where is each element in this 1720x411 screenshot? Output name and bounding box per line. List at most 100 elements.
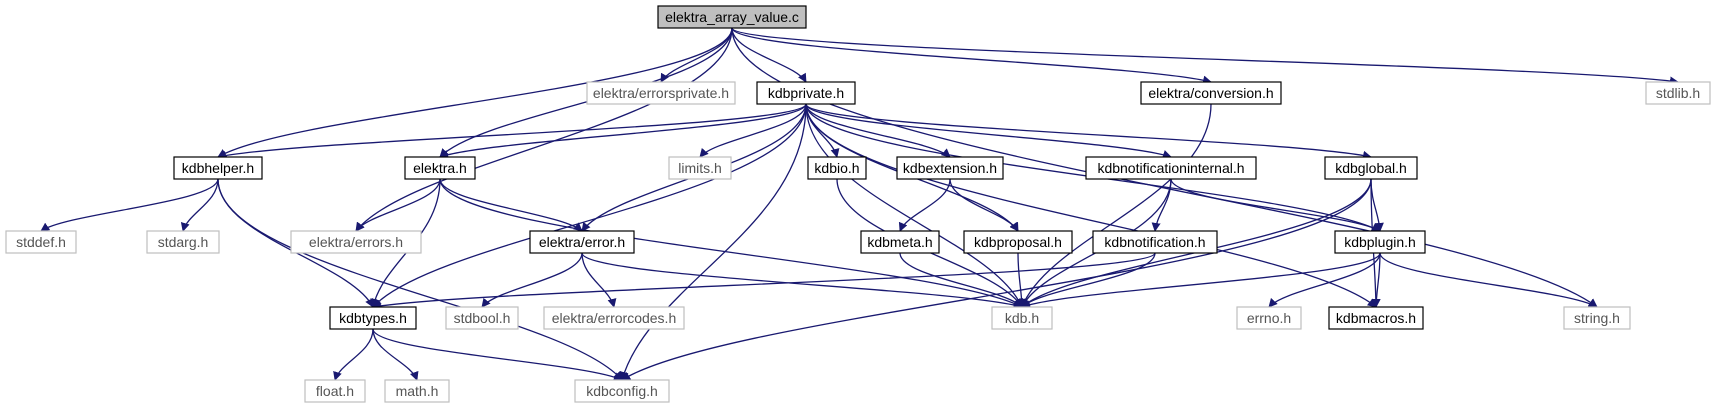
- edge-kdbnotifint-to-kdbplugin: [1170, 178, 1381, 232]
- node-label-root: elektra_array_value.c: [665, 9, 799, 25]
- node-label-stddef: stddef.h: [16, 234, 66, 250]
- node-label-kdbext: kdbextension.h: [903, 160, 997, 176]
- edge-root-to-stdlib: [731, 27, 1679, 86]
- node-label-kdbnotifint: kdbnotificationinternal.h: [1097, 160, 1244, 176]
- edge-kdbprivate-to-kdbplugin: [805, 103, 1381, 232]
- node-box-limits: [668, 156, 732, 180]
- node-label-kdbmacros: kdbmacros.h: [1336, 310, 1416, 326]
- edge-kdbprivate-to-kdbglobal: [805, 103, 1372, 160]
- node-conversion[interactable]: elektra/conversion.h: [1140, 81, 1282, 105]
- node-box-kdbhelper: [173, 156, 263, 180]
- node-box-kdbtypes: [329, 306, 417, 330]
- node-kdbio[interactable]: kdbio.h: [807, 156, 867, 180]
- node-box-stdbool: [445, 306, 519, 330]
- node-kdbplugin[interactable]: kdbplugin.h: [1334, 230, 1426, 254]
- node-label-kdbprivate: kdbprivate.h: [768, 85, 844, 101]
- node-label-conversion: elektra/conversion.h: [1148, 85, 1273, 101]
- node-box-kdbplugin: [1334, 230, 1426, 254]
- edge-kdbprivate-to-limits: [699, 103, 807, 158]
- node-stdarg: stdarg.h: [146, 230, 220, 254]
- node-float: float.h: [304, 379, 366, 403]
- node-box-kdbnotifint: [1085, 156, 1257, 180]
- edge-conversion-to-kdb: [1020, 103, 1212, 308]
- node-box-kdbconfig: [574, 379, 670, 403]
- node-label-kdbproposal: kdbproposal.h: [974, 234, 1062, 250]
- node-label-kdbplugin: kdbplugin.h: [1344, 234, 1416, 250]
- node-box-root: [657, 5, 807, 29]
- node-label-stdarg: stdarg.h: [158, 234, 209, 250]
- node-kdbext[interactable]: kdbextension.h: [896, 156, 1004, 180]
- edges-layer: [40, 27, 1679, 381]
- edge-root-to-errors: [355, 27, 733, 232]
- node-error[interactable]: elektra/error.h: [529, 230, 635, 254]
- node-label-errpriv: elektra/errorsprivate.h: [593, 85, 729, 101]
- node-box-kdb: [991, 306, 1053, 330]
- edge-kdbprivate-to-kdbconfig: [619, 103, 807, 381]
- node-box-errors: [290, 230, 422, 254]
- node-label-errcodes: elektra/errorcodes.h: [552, 310, 677, 326]
- node-kdbtypes[interactable]: kdbtypes.h: [329, 306, 417, 330]
- node-kdbmacros[interactable]: kdbmacros.h: [1328, 306, 1424, 330]
- edge-kdbplugin-to-errno: [1268, 252, 1381, 308]
- node-box-kdbglobal: [1324, 156, 1418, 180]
- node-box-kdbproposal: [963, 230, 1073, 254]
- edge-kdbhelper-to-kdbconfig: [217, 178, 623, 381]
- node-box-kdbmeta: [860, 230, 940, 254]
- edge-root-to-conversion: [731, 27, 1212, 85]
- node-label-kdb: kdb.h: [1005, 310, 1039, 326]
- node-box-kdbnotif: [1092, 230, 1218, 254]
- node-kdbhelper[interactable]: kdbhelper.h: [173, 156, 263, 180]
- node-errpriv: elektra/errorsprivate.h: [586, 81, 736, 105]
- node-label-stdlib: stdlib.h: [1656, 85, 1700, 101]
- node-kdbmeta[interactable]: kdbmeta.h: [860, 230, 940, 254]
- node-label-errors: elektra/errors.h: [309, 234, 403, 250]
- edge-kdbtypes-to-float: [333, 328, 374, 381]
- node-errcodes: elektra/errorcodes.h: [543, 306, 685, 330]
- edge-kdbglobal-to-kdbconfig: [621, 178, 1372, 381]
- edge-kdbext-to-kdbmeta: [898, 178, 951, 232]
- edge-kdbnotif-to-kdb: [1021, 252, 1156, 308]
- node-box-kdbprivate: [756, 81, 856, 105]
- edge-elektra-to-kdb: [439, 178, 1023, 308]
- node-kdbglobal[interactable]: kdbglobal.h: [1324, 156, 1418, 180]
- node-elektra[interactable]: elektra.h: [404, 156, 476, 180]
- node-stdbool: stdbool.h: [445, 306, 519, 330]
- node-kdbnotifint[interactable]: kdbnotificationinternal.h: [1085, 156, 1257, 180]
- node-label-errno: errno.h: [1247, 310, 1291, 326]
- node-label-stdbool: stdbool.h: [454, 310, 511, 326]
- node-stddef: stddef.h: [5, 230, 77, 254]
- edge-kdbprivate-to-kdbtypes: [372, 103, 807, 308]
- edge-root-to-kdbprivate: [731, 27, 807, 83]
- node-limits: limits.h: [668, 156, 732, 180]
- node-label-string: string.h: [1574, 310, 1620, 326]
- node-box-conversion: [1140, 81, 1282, 105]
- node-errors: elektra/errors.h: [290, 230, 422, 254]
- edge-kdbhelper-to-stdarg: [180, 178, 219, 232]
- node-kdbprivate[interactable]: kdbprivate.h: [756, 81, 856, 105]
- edge-kdbprivate-to-kdb: [805, 103, 1023, 308]
- edge-kdbprivate-to-kdbmacros: [805, 103, 1377, 308]
- node-kdbnotif[interactable]: kdbnotification.h: [1092, 230, 1218, 254]
- edge-kdbplugin-to-string: [1379, 252, 1598, 308]
- node-errno: errno.h: [1236, 306, 1302, 330]
- edge-kdbproposal-to-kdb: [1017, 252, 1027, 308]
- nodes-layer: elektra_array_value.c elektra/errorspriva…: [5, 5, 1711, 403]
- node-box-float: [304, 379, 366, 403]
- node-kdbproposal[interactable]: kdbproposal.h: [963, 230, 1073, 254]
- node-kdb: kdb.h: [991, 306, 1053, 330]
- edge-root-to-kdbhelper: [217, 27, 733, 158]
- edge-kdbplugin-to-kdb: [1021, 252, 1381, 309]
- node-box-error: [529, 230, 635, 254]
- node-box-stddef: [5, 230, 77, 254]
- node-box-kdbmacros: [1328, 306, 1424, 330]
- node-label-kdbglobal: kdbglobal.h: [1335, 160, 1407, 176]
- node-box-errpriv: [586, 81, 736, 105]
- node-box-kdbio: [807, 156, 867, 180]
- node-kdbconfig: kdbconfig.h: [574, 379, 670, 403]
- edge-kdbnotif-to-kdbtypes: [372, 252, 1156, 311]
- edge-elektra-to-error: [439, 178, 583, 232]
- node-box-math: [384, 379, 450, 403]
- edge-error-to-stdbool: [481, 252, 583, 308]
- edge-kdbprivate-to-elektra: [439, 103, 807, 159]
- edge-kdbhelper-to-stddef: [40, 178, 219, 232]
